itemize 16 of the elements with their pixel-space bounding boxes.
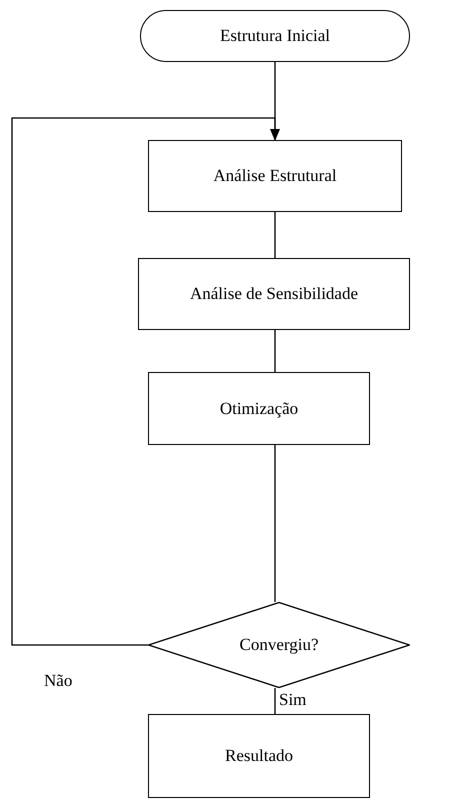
process-box [138,258,410,330]
process-box [148,372,370,445]
process-box [148,140,402,212]
node-label: Resultado [225,746,293,766]
node-label: Análise de Sensibilidade [190,284,358,304]
connector-line [11,117,280,646]
node-label: Estrutura Inicial [220,26,330,46]
node-label: Otimização [220,398,298,418]
start-terminal [140,10,410,62]
node-label: Análise Estrutural [213,166,337,186]
node-label: Convergiu? [239,635,318,655]
connector-line [274,445,276,602]
process-box [148,714,370,798]
connector-line [274,212,276,258]
connector-line [274,330,276,372]
connector-line [274,688,276,714]
